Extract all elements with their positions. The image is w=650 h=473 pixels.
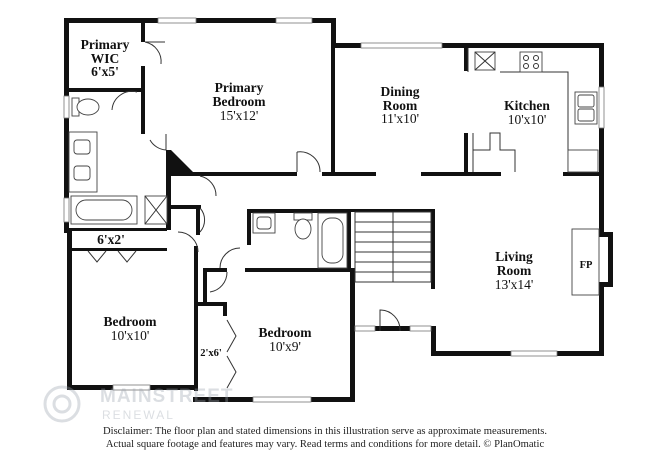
primary-wic-size: 6'x5' [91, 64, 119, 79]
living-room-size: 13'x14' [495, 277, 534, 292]
primary-wic-label: Primary [81, 37, 130, 52]
bathtub-icon [70, 195, 138, 225]
disclaimer: Disclaimer: The floor plan and stated di… [0, 425, 650, 451]
bedroom-2-label: Bedroom [259, 325, 313, 340]
watermark-emblem-icon [43, 385, 81, 423]
windows [63, 17, 605, 403]
exterior-walls [64, 18, 613, 402]
primary-bedroom-size: 15'x12' [220, 108, 259, 123]
primary-wic-label-2: WIC [91, 51, 120, 66]
fireplace-label: FP [580, 260, 593, 271]
kitchen-size: 10'x10' [508, 112, 547, 127]
living-room-label: Living [495, 249, 533, 264]
sink-icon [252, 212, 276, 234]
doors [87, 41, 401, 389]
watermark-line-1: MAINSTREET [100, 386, 234, 407]
room-labels: Primary WIC 6'x5' Primary Bedroom 15'x12… [81, 37, 593, 359]
interior-walls [64, 18, 601, 402]
watermark-logo: MAINSTREET RENEWAL [40, 384, 260, 424]
primary-bedroom-label-2: Bedroom [213, 94, 267, 109]
fireplace-icon [571, 228, 600, 296]
dining-room-label-2: Room [383, 98, 418, 113]
watermark-line-2: RENEWAL [102, 408, 175, 422]
closet-2x6-size: 2'x6' [200, 348, 222, 359]
dining-room-size: 11'x10' [381, 111, 419, 126]
bedroom-1-size: 10'x10' [111, 328, 150, 343]
staircase-icon [354, 211, 432, 283]
shower-icon [144, 195, 168, 225]
bedroom-1-label: Bedroom [104, 314, 158, 329]
kitchen-label: Kitchen [504, 98, 550, 113]
closet-6x2-size: 6'x2' [97, 232, 125, 247]
bedroom-2-size: 10'x9' [269, 339, 301, 354]
disclaimer-line-1: Disclaimer: The floor plan and stated di… [102, 426, 548, 437]
primary-bedroom-label: Primary [215, 80, 264, 95]
kitchen-counter-icon [467, 48, 599, 173]
vanity-icon [68, 131, 98, 193]
dining-room-label: Dining [380, 84, 419, 99]
living-room-label-2: Room [497, 263, 532, 278]
disclaimer-line-2: Actual square footage and features may v… [105, 439, 545, 450]
toilet-icon [293, 212, 313, 240]
toilet-icon [71, 97, 100, 117]
bathtub-icon [317, 212, 348, 269]
fixtures [68, 48, 600, 296]
